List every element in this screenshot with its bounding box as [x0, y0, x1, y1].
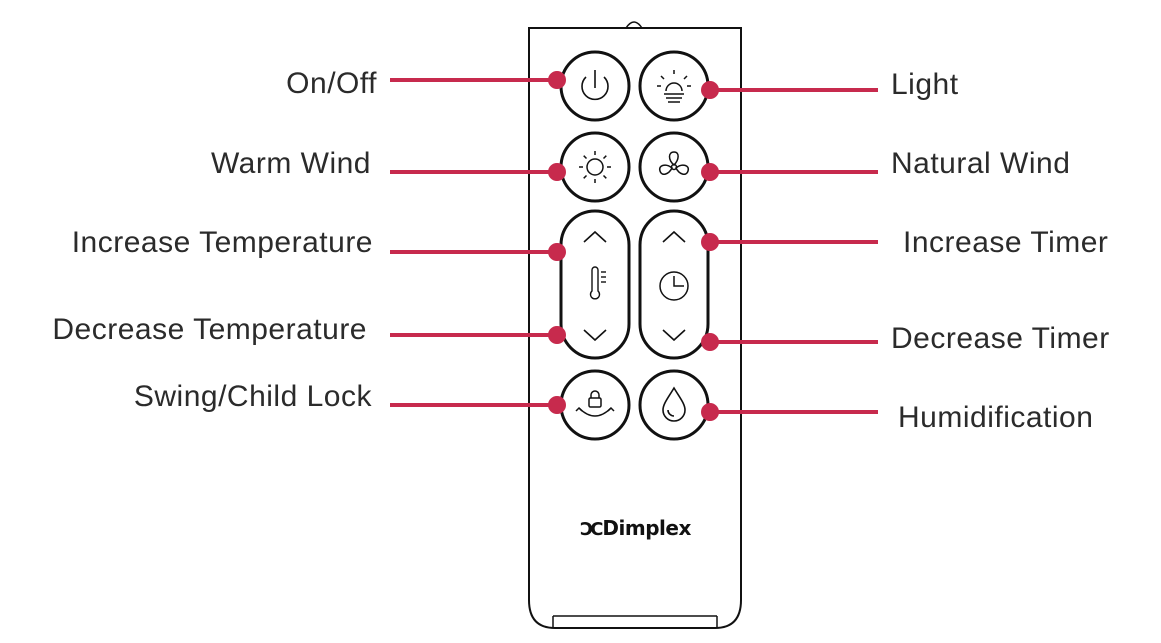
sun-icon: [579, 151, 611, 183]
label-decrease-temperature: Decrease Temperature: [52, 313, 367, 346]
clock-icon: [659, 271, 689, 301]
chevron-down-icon: [662, 329, 686, 342]
label-increase-timer: Increase Timer: [903, 226, 1109, 259]
temp-down-button[interactable]: [561, 310, 629, 358]
temperature-rocker: [559, 209, 631, 360]
humidify-button[interactable]: [638, 369, 710, 441]
temp-up-button[interactable]: [561, 211, 629, 261]
timer-up-button[interactable]: [640, 211, 708, 261]
brand-name: Dimplex: [602, 516, 691, 540]
callouts: [390, 71, 878, 421]
swing-lock-icon: [575, 390, 615, 417]
warm-wind-button[interactable]: [559, 131, 631, 203]
label-decrease-timer: Decrease Timer: [891, 322, 1110, 355]
power-icon: [581, 70, 609, 101]
swing-lock-button[interactable]: [559, 369, 631, 441]
light-button[interactable]: [638, 50, 710, 122]
timer-rocker: [638, 209, 710, 360]
chevron-down-icon: [583, 329, 607, 342]
label-increase-temperature: Increase Temperature: [71, 226, 373, 259]
light-bulb-icon: [657, 70, 691, 103]
remote-top-notch: [625, 21, 643, 29]
label-warm-wind: Warm Wind: [210, 147, 371, 180]
label-on-off: On/Off: [286, 67, 377, 100]
brand-mark: ƆC: [580, 519, 603, 540]
label-light: Light: [891, 68, 959, 101]
chevron-up-icon: [662, 230, 686, 243]
droplet-icon: [662, 386, 686, 422]
chevron-up-icon: [583, 230, 607, 243]
fan-icon: [658, 151, 690, 176]
timer-down-button[interactable]: [640, 310, 708, 358]
label-natural-wind: Natural Wind: [891, 147, 1071, 180]
natural-wind-button[interactable]: [638, 131, 710, 203]
label-humidification: Humidification: [898, 401, 1094, 434]
thermometer-icon: [589, 266, 606, 300]
power-button[interactable]: [559, 50, 631, 122]
label-swing-child-lock: Swing/Child Lock: [133, 380, 372, 413]
